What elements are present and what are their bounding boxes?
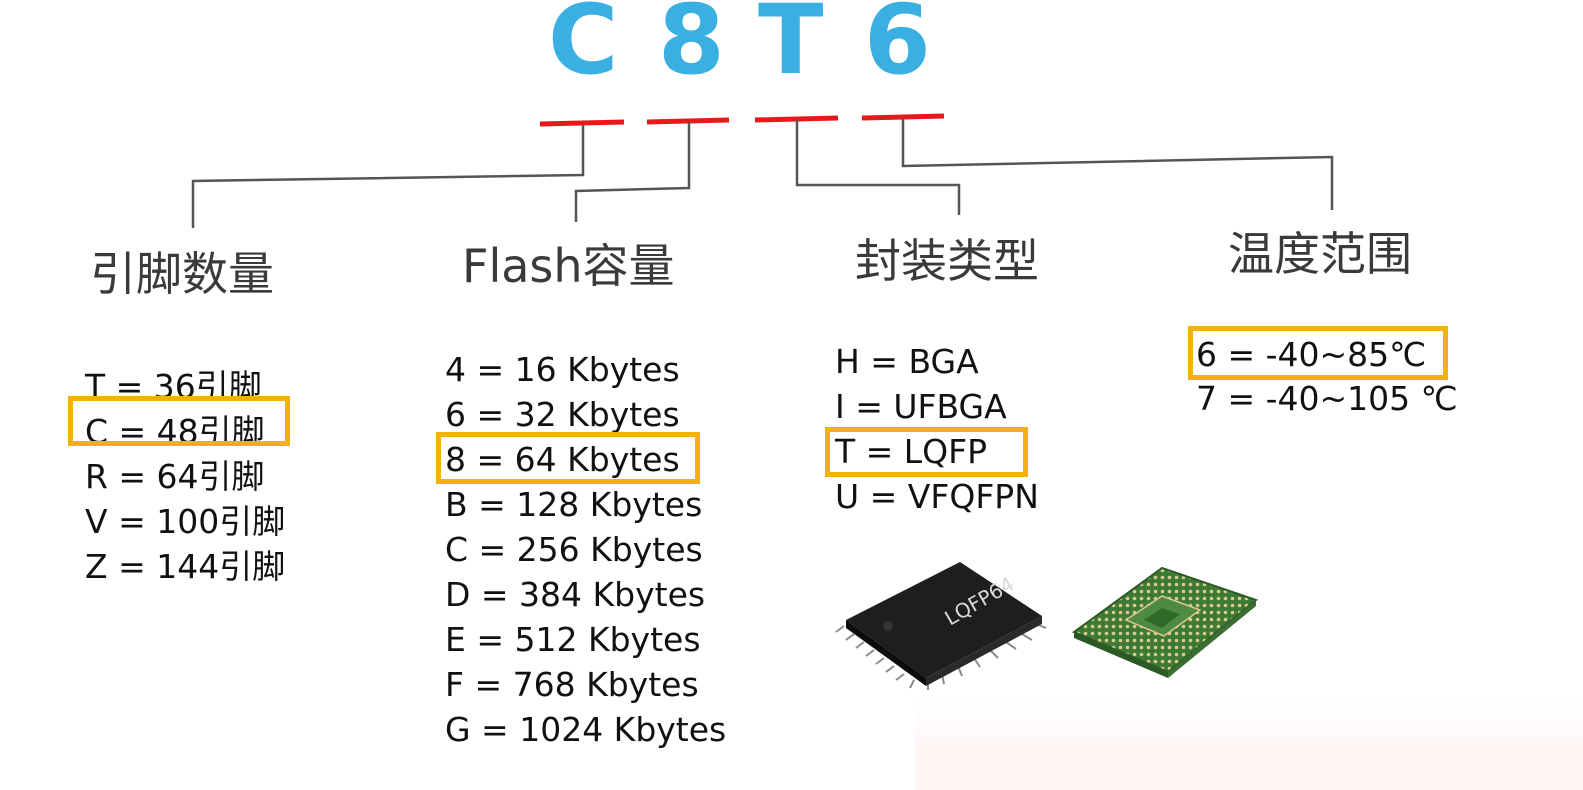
highlight-package (825, 427, 1028, 477)
underline-6 (861, 113, 945, 121)
heading-flash: Flash容量 (462, 239, 675, 293)
heading-package: 封装类型 (855, 234, 1039, 288)
flash-option: D = 384 Kbytes (445, 575, 706, 614)
bga-chip-icon (1071, 566, 1259, 678)
temperature-option-selected: 6 = -40~85℃ (1196, 335, 1427, 374)
flash-option: E = 512 Kbytes (445, 620, 701, 659)
underline-t (754, 115, 839, 123)
pins-option: Z = 144引脚 (85, 547, 286, 586)
underline-c (539, 119, 625, 127)
bottom-fade (915, 700, 1583, 790)
package-option-selected: T = LQFP (835, 432, 988, 471)
flash-option-selected: 8 = 64 Kbytes (445, 440, 680, 479)
connector-temperature (901, 118, 1334, 210)
highlight-pins (68, 396, 290, 446)
flash-option: G = 1024 Kbytes (445, 710, 727, 749)
code-letter-t: T (758, 0, 824, 96)
heading-temperature: 温度范围 (1228, 227, 1412, 281)
lqfp-chip-icon: LQFP64 (835, 562, 1047, 690)
highlight-temperature (1188, 326, 1448, 380)
flash-option: 6 = 32 Kbytes (445, 395, 680, 434)
pins-option: R = 64引脚 (85, 457, 265, 496)
connector-flash (574, 122, 691, 222)
flash-option: B = 128 Kbytes (445, 485, 703, 524)
connector-package (795, 120, 961, 215)
flash-option: 4 = 16 Kbytes (445, 350, 680, 389)
connector-pins (191, 125, 585, 228)
highlight-flash (436, 432, 700, 484)
pins-option: V = 100引脚 (85, 502, 286, 541)
heading-pins: 引脚数量 (90, 247, 274, 301)
package-option: H = BGA (835, 342, 979, 381)
code-letter-c: C (548, 0, 619, 96)
underline-8 (646, 117, 730, 125)
package-option: U = VFQFPN (835, 477, 1039, 516)
package-option: I = UFBGA (835, 387, 1007, 426)
flash-option: C = 256 Kbytes (445, 530, 703, 569)
code-letter-6: 6 (864, 0, 931, 96)
temperature-option: 7 = -40~105 ℃ (1196, 379, 1458, 418)
flash-option: F = 768 Kbytes (445, 665, 699, 704)
code-letter-8: 8 (658, 0, 725, 96)
